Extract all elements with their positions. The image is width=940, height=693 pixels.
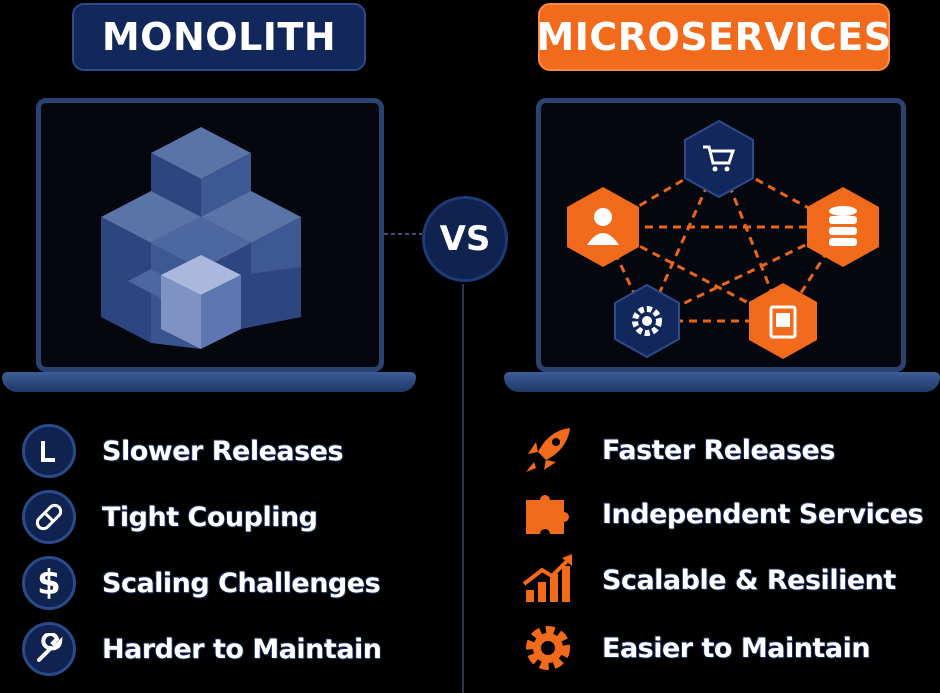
stacked-cubes-icon [101, 127, 301, 349]
microservices-screen [501, 98, 906, 372]
document-node [749, 283, 817, 359]
monolith-feature-2: Tight Coupling [22, 490, 318, 544]
center-divider [462, 284, 464, 693]
cart-icon [703, 145, 736, 165]
feature-label: Independent Services [602, 498, 924, 530]
services-network [501, 119, 879, 359]
feature-label: Scalable & Resilient [602, 564, 896, 596]
wrench-icon [22, 622, 76, 676]
feature-label: Slower Releases [102, 435, 344, 467]
monolith-screen [36, 98, 384, 372]
microservices-laptop-base [504, 372, 940, 392]
feature-label: Harder to Maintain [102, 633, 382, 665]
database-node [807, 187, 879, 267]
monolith-title: MONOLITH [72, 3, 366, 71]
user-icon [594, 208, 612, 226]
feature-label: Scaling Challenges [102, 567, 381, 599]
gear-icon [520, 620, 576, 676]
connector-line [384, 233, 422, 235]
feature-label: Faster Releases [602, 434, 835, 466]
dollar-icon: $ [22, 556, 76, 610]
monolith-laptop-base [2, 372, 416, 392]
monolith-feature-3: $ Scaling Challenges [22, 556, 381, 610]
monolith-feature-4: Harder to Maintain [22, 622, 382, 676]
cart-node [684, 119, 754, 199]
microservices-title: MICROSERVICES [536, 3, 891, 71]
database-icon [829, 206, 857, 246]
rocket-icon [520, 422, 576, 478]
link-icon [22, 490, 76, 544]
monolith-feature-1: Slower Releases [22, 424, 344, 478]
clock-icon [22, 424, 76, 478]
gear-node [614, 283, 680, 359]
monolith-laptop [0, 98, 420, 398]
growth-chart-icon [520, 552, 576, 608]
document-icon [769, 305, 797, 339]
vs-badge: VS [422, 196, 508, 282]
feature-label: Easier to Maintain [602, 632, 871, 664]
puzzle-icon [520, 486, 576, 542]
microservices-feature-1: Faster Releases [520, 422, 835, 478]
gear-icon [632, 306, 662, 336]
feature-label: Tight Coupling [102, 501, 318, 533]
user-node [567, 187, 639, 267]
microservices-feature-2: Independent Services [520, 486, 924, 542]
microservices-laptop [500, 98, 940, 398]
microservices-feature-4: Easier to Maintain [520, 620, 871, 676]
microservices-feature-3: Scalable & Resilient [520, 552, 896, 608]
